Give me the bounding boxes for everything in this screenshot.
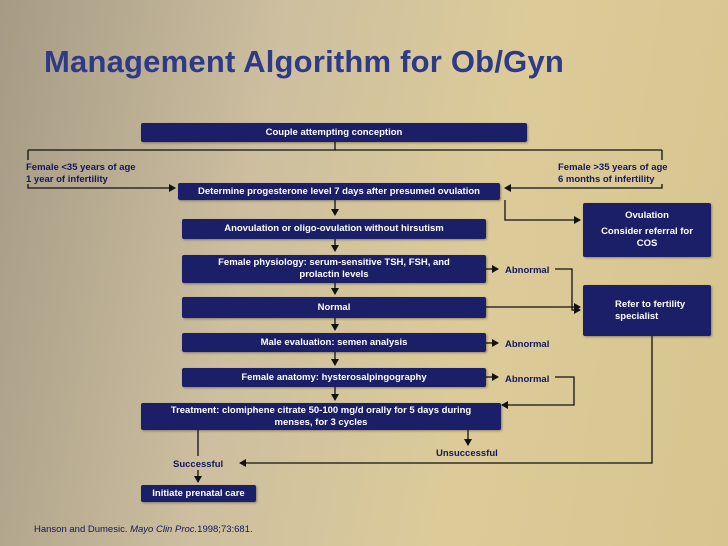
female-anatomy-box: Female anatomy: hysterosalpingography bbox=[182, 368, 486, 387]
couple-conception-label: Couple attempting conception bbox=[265, 126, 403, 138]
ovulation-line2: COS bbox=[636, 238, 658, 249]
anovulation-box: Anovulation or oligo-ovulation without h… bbox=[182, 219, 486, 239]
normal-label: Normal bbox=[317, 301, 351, 313]
anovulation-label: Anovulation or oligo-ovulation without h… bbox=[224, 223, 444, 234]
female-anatomy-label: Female anatomy: hysterosalpingography bbox=[241, 371, 427, 383]
left-criteria-line1: Female <35 years of age bbox=[26, 162, 136, 173]
abnormal-label-physiology: Abnormal bbox=[505, 265, 550, 276]
citation-ref: 1998;73:681. bbox=[197, 524, 253, 535]
citation-authors: Hanson and Dumesic. bbox=[34, 524, 128, 535]
connector-abnormal-refer bbox=[555, 268, 581, 314]
refer-fertility-box: Refer to fertility specialist bbox=[583, 285, 711, 336]
couple-conception-box: Couple attempting conception bbox=[141, 123, 527, 142]
refer-line2: specialist bbox=[615, 310, 659, 322]
left-criteria-line2: 1 year of infertility bbox=[26, 174, 108, 185]
connector-left-branch bbox=[27, 184, 176, 192]
prenatal-care-box: Initiate prenatal care bbox=[141, 485, 256, 502]
treatment-line1: Treatment: clomiphene citrate 50-100 mg/… bbox=[170, 404, 472, 416]
connector-refer-return bbox=[239, 336, 653, 467]
female-physiology-line1: Female physiology: serum-sensitive TSH, … bbox=[218, 257, 450, 268]
ovulation-line1: Consider referral for bbox=[601, 226, 693, 237]
female-physiology-box: Female physiology: serum-sensitive TSH, … bbox=[182, 255, 486, 283]
progesterone-label: Determine progesterone level 7 days afte… bbox=[198, 185, 480, 197]
treatment-box: Treatment: clomiphene citrate 50-100 mg/… bbox=[141, 403, 501, 430]
connector-couple-split bbox=[27, 142, 663, 160]
progesterone-box: Determine progesterone level 7 days afte… bbox=[178, 183, 500, 200]
male-evaluation-label: Male evaluation: semen analysis bbox=[260, 336, 408, 348]
female-physiology-line2: prolactin levels bbox=[299, 269, 369, 280]
successful-label: Successful bbox=[173, 459, 224, 470]
ovulation-title: Ovulation bbox=[625, 210, 669, 221]
unsuccessful-label: Unsuccessful bbox=[436, 448, 498, 459]
right-criteria-line1: Female >35 years of age bbox=[558, 162, 668, 173]
right-criteria-label: Female >35 years of age 6 months of infe… bbox=[558, 162, 668, 186]
normal-box: Normal bbox=[182, 297, 486, 318]
ovulation-box: Ovulation Consider referral for COS bbox=[583, 203, 711, 257]
prenatal-care-label: Initiate prenatal care bbox=[152, 487, 245, 499]
page-title: Management Algorithm for Ob/Gyn bbox=[44, 44, 565, 79]
connector-anatomy-treatment-loop bbox=[501, 376, 575, 409]
male-evaluation-box: Male evaluation: semen analysis bbox=[182, 333, 486, 352]
citation: Hanson and Dumesic. Mayo Clin Proc.1998;… bbox=[34, 524, 253, 535]
abnormal-label-male: Abnormal bbox=[505, 339, 550, 350]
treatment-line2: menses, for 3 cycles bbox=[274, 416, 368, 428]
abnormal-label-anatomy: Abnormal bbox=[505, 374, 550, 385]
refer-line1: Refer to fertility bbox=[615, 298, 686, 310]
connector-prog-ovulation bbox=[504, 200, 581, 224]
citation-journal: Mayo Clin Proc. bbox=[130, 524, 198, 535]
right-criteria-line2: 6 months of infertility bbox=[558, 174, 655, 185]
connector-right-branch bbox=[504, 184, 663, 192]
left-criteria-label: Female <35 years of age 1 year of infert… bbox=[26, 162, 136, 186]
